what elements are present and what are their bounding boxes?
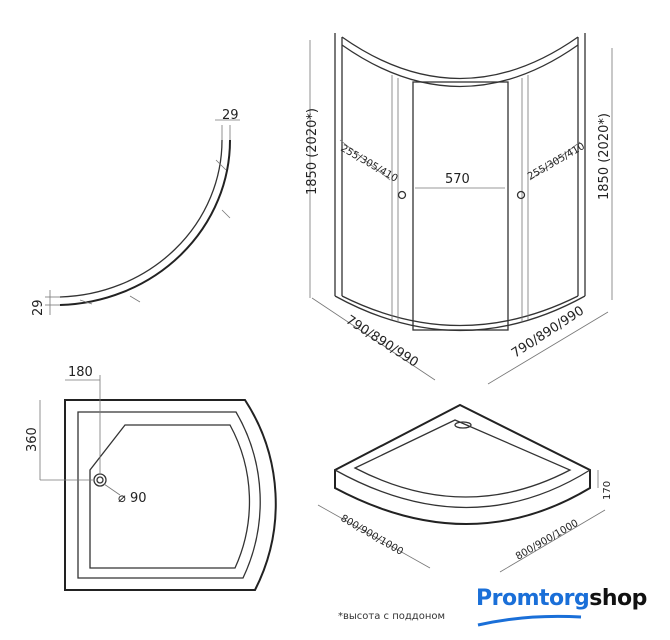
tray-plan-view: 180 360 ⌀ 90 xyxy=(25,365,277,591)
panel-width-left: 255/305/410 xyxy=(339,143,400,185)
tray-height: 170 xyxy=(602,481,613,500)
tray-3d-view: 170 800/900/1000 800/900/1000 xyxy=(317,403,613,573)
tray-dim-y: 360 xyxy=(25,427,40,452)
tray-dim-x: 180 xyxy=(68,365,93,380)
tray-width-left: 800/900/1000 xyxy=(339,513,405,558)
logo-part1: Promtorg xyxy=(476,586,590,611)
plan-dim-left: 29 xyxy=(31,299,46,316)
drain-diameter: ⌀ 90 xyxy=(118,491,147,506)
cabin-front-view: 1850 (2020*) 1850 (2020*) 255/305/410 25… xyxy=(305,33,613,385)
door-handle-right xyxy=(516,190,526,200)
door-handle-left xyxy=(397,190,407,200)
brand-logo: Promtorgshop xyxy=(476,586,647,611)
cabin-width-left: 790/890/990 xyxy=(343,313,421,371)
cabin-width-right: 790/890/990 xyxy=(509,303,587,361)
plan-dim-top: 29 xyxy=(222,108,239,123)
cabin-plan-view: 29 29 xyxy=(31,108,240,316)
door-width: 570 xyxy=(445,172,470,187)
tray-drain xyxy=(454,421,472,429)
logo-part2: shop xyxy=(589,586,647,611)
footnote: *высота с поддоном xyxy=(338,611,446,622)
cabin-height-left: 1850 (2020*) xyxy=(305,108,320,195)
sliding-door xyxy=(412,81,509,331)
logo-swoosh-icon xyxy=(477,614,582,627)
tray-width-right: 800/900/1000 xyxy=(514,518,580,563)
cabin-height-right: 1850 (2020*) xyxy=(597,113,612,200)
